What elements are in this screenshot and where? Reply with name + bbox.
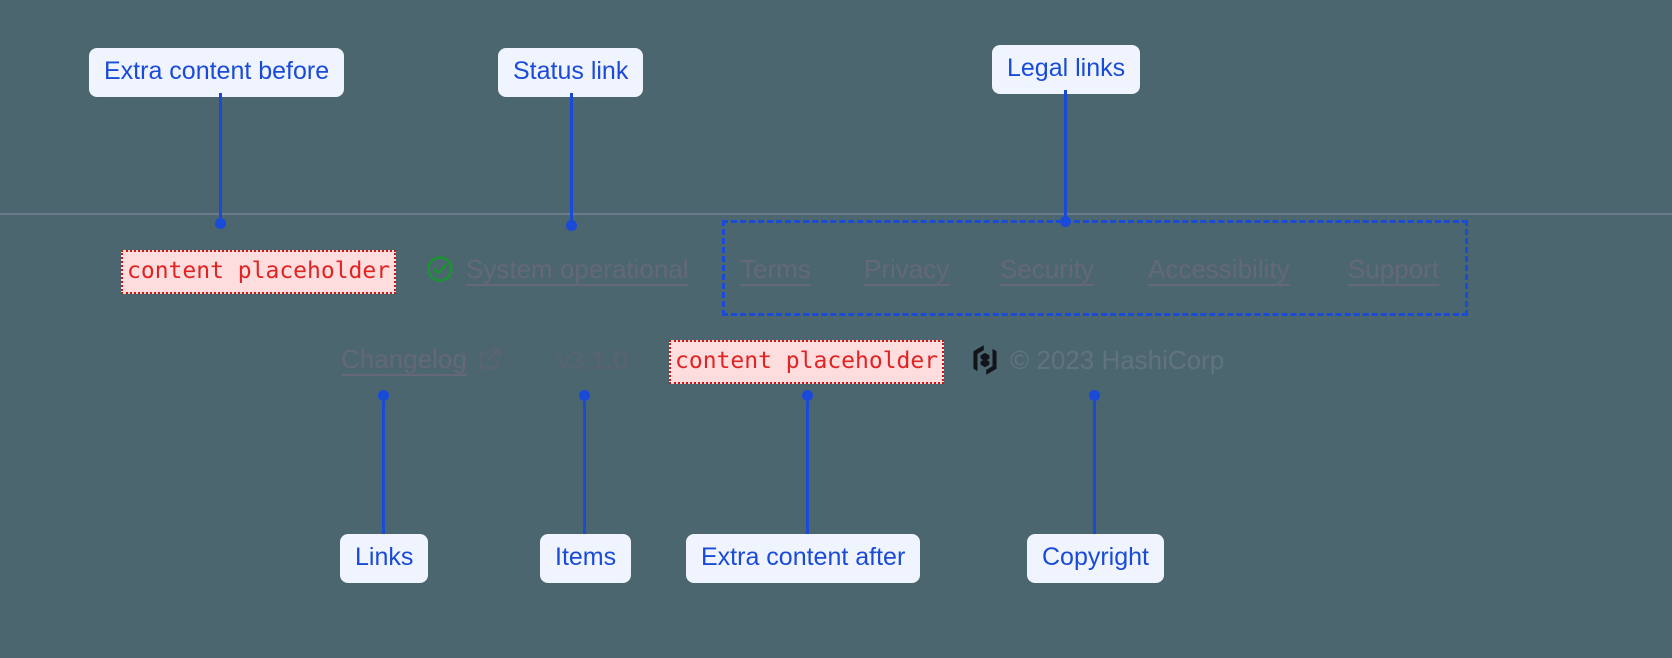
- legal-link-support[interactable]: Support: [1348, 254, 1440, 284]
- legal-links-highlight-box: [722, 220, 1468, 316]
- leader-line-extra-content-before: [219, 93, 222, 223]
- version-label: v3.1.0: [557, 345, 628, 375]
- changelog-link[interactable]: Changelog: [341, 345, 504, 372]
- check-circle-icon: [425, 254, 455, 284]
- annotation-items: Items: [540, 534, 632, 583]
- leader-dot-status-link: [566, 220, 577, 231]
- leader-dot-extra-content-before: [215, 218, 226, 229]
- extra-content-before-placeholder: content placeholder: [121, 250, 397, 294]
- copyright-block: © 2023 HashiCorp: [970, 344, 1224, 376]
- leader-line-items: [583, 397, 586, 534]
- hashicorp-logo-icon: [970, 344, 1000, 376]
- leader-dot-extra-content-after: [802, 390, 813, 401]
- leader-line-status-link: [570, 93, 573, 225]
- annotation-legal-links: Legal links: [992, 45, 1141, 94]
- annotation-copyright: Copyright: [1027, 534, 1164, 583]
- annotation-links: Links: [340, 534, 429, 583]
- leader-line-legal-links: [1064, 90, 1067, 222]
- footer-surface: [0, 213, 1672, 658]
- leader-dot-links: [378, 390, 389, 401]
- extra-content-after-placeholder: content placeholder: [669, 340, 945, 384]
- leader-line-links: [382, 397, 385, 534]
- status-link[interactable]: System operational: [425, 254, 689, 284]
- legal-link-terms[interactable]: Terms: [740, 254, 811, 284]
- copyright-label: © 2023 HashiCorp: [1010, 345, 1225, 375]
- leader-dot-copyright: [1089, 390, 1100, 401]
- leader-line-extra-content-after: [806, 397, 809, 534]
- changelog-label: Changelog: [341, 343, 467, 374]
- external-link-icon: [477, 345, 504, 372]
- legal-link-accessibility[interactable]: Accessibility: [1148, 254, 1290, 284]
- annotation-extra-content-before: Extra content before: [89, 48, 345, 97]
- leader-line-copyright: [1093, 397, 1096, 534]
- leader-dot-items: [579, 390, 590, 401]
- legal-link-privacy[interactable]: Privacy: [864, 254, 950, 284]
- annotation-status-link: Status link: [498, 48, 644, 97]
- legal-link-security[interactable]: Security: [1000, 254, 1094, 284]
- annotation-extra-content-after: Extra content after: [686, 534, 921, 583]
- status-link-label: System operational: [466, 254, 689, 284]
